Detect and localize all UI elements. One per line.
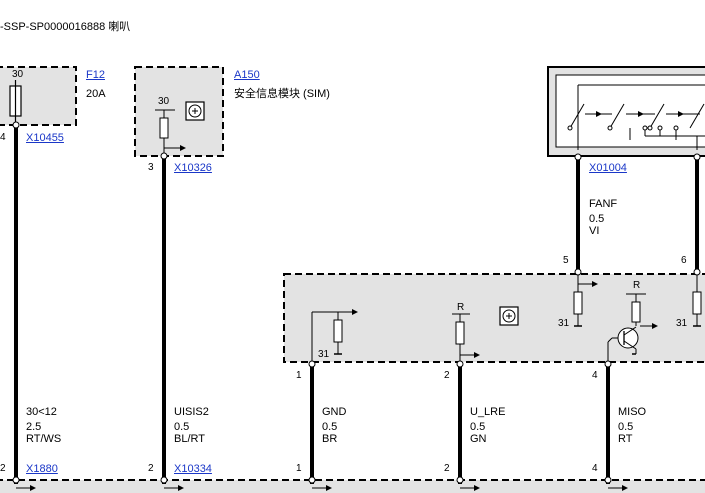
- document-title: -SSP-SP0000016888 喇叭: [0, 21, 131, 33]
- fuse-connector-link[interactable]: X10455: [26, 132, 64, 144]
- sim-pin-label: 3: [148, 162, 154, 173]
- bottom-pin-miso: 4: [592, 463, 598, 474]
- ecu-ground-label-3: 31: [676, 318, 688, 329]
- ecu-resistor-1: [333, 319, 343, 343]
- bottom-pin-30-12: 2: [0, 463, 6, 474]
- ecu-box: [283, 273, 705, 363]
- bottom-pin-uisis2: 2: [148, 463, 154, 474]
- wire-u-lre-signal: U_LRE: [470, 406, 506, 418]
- wire-fanf-color: VI: [589, 225, 600, 237]
- wire-miso-signal: MISO: [618, 406, 647, 418]
- wire-gnd-signal: GND: [322, 406, 347, 418]
- ecu-pin-4: 4: [592, 370, 598, 381]
- wire-lines: [14, 125, 699, 484]
- bottom-connector-x1880-link[interactable]: X1880: [26, 463, 58, 475]
- bottom-connector-x10334-link[interactable]: X10334: [174, 463, 212, 475]
- ecu-pin-6: 6: [681, 255, 687, 266]
- switch-connector-link[interactable]: X01004: [589, 162, 627, 174]
- wire-30-12-color: RT/WS: [26, 433, 62, 445]
- wire-fanf-gauge: 0.5: [589, 213, 605, 225]
- ecu-pin-5: 5: [563, 255, 569, 266]
- wire-gnd-color: BR: [322, 433, 338, 445]
- ecu-resistor-label-2: R: [633, 280, 641, 291]
- wire-30-12-signal: 30<12: [26, 406, 57, 418]
- ecu-resistor-5: [692, 291, 702, 315]
- fuse-pin-label: 4: [0, 132, 6, 143]
- sim-connector-link[interactable]: X10326: [174, 162, 212, 174]
- sim-control-unit-icon: [185, 101, 205, 121]
- transistor-icon: [617, 327, 639, 349]
- ecu-resistor-3: [573, 291, 583, 315]
- ecu-pin-1: 1: [296, 370, 302, 381]
- fuse-rating: 20A: [86, 88, 106, 100]
- sim-resistor-icon: [159, 117, 169, 139]
- bottom-pin-u-lre: 2: [444, 463, 450, 474]
- wire-30-12-gauge: 2.5: [26, 421, 42, 433]
- fuse-terminal-label: 30: [12, 69, 24, 80]
- wire-miso-color: RT: [618, 433, 633, 445]
- switch-contacts-icon: [567, 84, 705, 150]
- ecu-pin-2: 2: [444, 370, 450, 381]
- ecu-control-unit-icon: [499, 306, 519, 326]
- sim-id-link[interactable]: A150: [234, 69, 260, 81]
- wire-uisis2-color: BL/RT: [174, 433, 205, 445]
- pin-markers: [12, 121, 701, 484]
- wire-u-lre-gauge: 0.5: [470, 421, 486, 433]
- wire-uisis2-signal: UISIS2: [174, 406, 209, 418]
- fuse-id-link[interactable]: F12: [86, 69, 105, 81]
- ecu-resistor-label-1: R: [457, 302, 465, 313]
- sim-module-box: [134, 66, 224, 157]
- sim-name: 安全信息模块 (SIM): [234, 88, 330, 100]
- ecu-ground-label-2: 31: [558, 318, 570, 329]
- bottom-module-bar: [0, 479, 705, 493]
- sim-terminal-label: 30: [158, 96, 170, 107]
- ecu-ground-label-1: 31: [318, 349, 330, 360]
- wire-gnd-gauge: 0.5: [322, 421, 338, 433]
- wire-fanf-signal: FANF: [589, 198, 618, 210]
- ecu-resistor-2: [455, 321, 465, 345]
- wire-miso-gauge: 0.5: [618, 421, 634, 433]
- ecu-resistor-4: [631, 301, 641, 323]
- wire-u-lre-color: GN: [470, 433, 487, 445]
- wire-uisis2-gauge: 0.5: [174, 421, 190, 433]
- bottom-pin-gnd: 1: [296, 463, 302, 474]
